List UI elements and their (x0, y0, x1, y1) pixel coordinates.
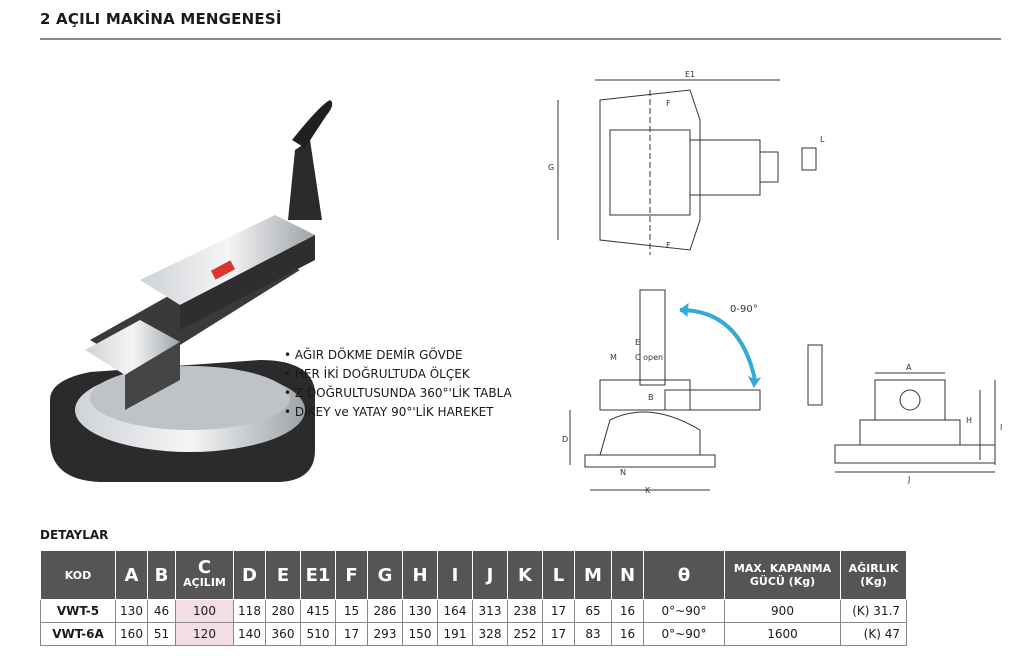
column-header-b: B (147, 550, 176, 600)
table-cell: 280 (265, 599, 301, 623)
label-d: D (562, 435, 568, 444)
vise-photo (50, 100, 333, 482)
table-cell: 83 (574, 622, 612, 646)
feature-item: HER İKİ DOĞRULTUDA ÖLÇEK (284, 365, 512, 384)
table-cell: (K) 47 (840, 622, 907, 646)
table-cell: 65 (574, 599, 612, 623)
feature-item: AĞIR DÖKME DEMİR GÖVDE (284, 346, 512, 365)
column-header-d: D (233, 550, 266, 600)
label-f2: F (666, 241, 671, 250)
label-j: J (907, 475, 910, 484)
column-header-weight: AĞIRLIK(Kg) (840, 550, 907, 600)
table-cell: 17 (542, 599, 575, 623)
page-title: 2 AÇILI MAKİNA MENGENESİ (40, 10, 282, 28)
column-header-l: L (542, 550, 575, 600)
table-cell: 150 (402, 622, 438, 646)
table-cell: 130 (402, 599, 438, 623)
table-cell: (K) 31.7 (840, 599, 907, 623)
label-c-open: C open (635, 353, 663, 362)
table-cell: 900 (724, 599, 841, 623)
details-heading: DETAYLAR (40, 528, 109, 542)
table-cell: 118 (233, 599, 266, 623)
label-f: F (666, 99, 671, 108)
table-cell: 15 (335, 599, 368, 623)
column-header-f: F (335, 550, 368, 600)
table-cell: 100 (175, 599, 234, 623)
front-view-drawing: A H I J (834, 363, 1002, 484)
column-header-m: M (574, 550, 612, 600)
table-cell: 130 (115, 599, 148, 623)
title-divider (40, 38, 1001, 40)
technical-drawings: E1 F G L F 0-90° E M C open B D N K (548, 70, 1002, 495)
table-cell: 164 (437, 599, 473, 623)
top-view-drawing: E1 F G L F (548, 70, 825, 255)
column-header-h: H (402, 550, 438, 600)
column-header-kod: KOD (40, 550, 116, 600)
label-g: G (548, 163, 554, 172)
column-header-theta: θ (643, 550, 725, 600)
table-cell: 46 (147, 599, 176, 623)
column-header-g: G (367, 550, 403, 600)
table-cell: 140 (233, 622, 266, 646)
table-cell: 16 (611, 599, 644, 623)
table-cell: 191 (437, 622, 473, 646)
table-cell: 293 (367, 622, 403, 646)
table-cell: 1600 (724, 622, 841, 646)
table-cell: 17 (335, 622, 368, 646)
table-cell: 360 (265, 622, 301, 646)
table-cell: VWT-6A (40, 622, 116, 646)
label-l: L (820, 135, 825, 144)
column-header-e1: E1 (300, 550, 336, 600)
table-cell: 238 (507, 599, 543, 623)
label-b: B (648, 393, 654, 402)
label-m: M (610, 353, 617, 362)
table-cell: VWT-5 (40, 599, 116, 623)
label-e1: E1 (685, 70, 695, 79)
label-k: K (645, 486, 651, 495)
column-header-e: E (265, 550, 301, 600)
table-cell: 286 (367, 599, 403, 623)
column-header-k: K (507, 550, 543, 600)
label-n: N (620, 468, 626, 477)
column-header-j: J (472, 550, 508, 600)
table-cell: 120 (175, 622, 234, 646)
table-cell: 17 (542, 622, 575, 646)
table-cell: 252 (507, 622, 543, 646)
feature-item: DİKEY ve YATAY 90°'LİK HAREKET (284, 403, 512, 422)
table-cell: 0°~90° (643, 622, 725, 646)
label-e: E (635, 338, 640, 347)
table-cell: 328 (472, 622, 508, 646)
table-cell: 415 (300, 599, 336, 623)
feature-item: Z DOĞRULTUSUNDA 360°'LİK TABLA (284, 384, 512, 403)
side-view-drawing: 0-90° E M C open B D N K (562, 289, 823, 495)
label-h: H (966, 416, 972, 425)
table-cell: 0°~90° (643, 599, 725, 623)
column-header-a: A (115, 550, 148, 600)
column-header-n: N (611, 550, 644, 600)
table-cell: 510 (300, 622, 336, 646)
table-cell: 16 (611, 622, 644, 646)
table-cell: 51 (147, 622, 176, 646)
label-i: I (1000, 423, 1002, 432)
label-angle: 0-90° (730, 304, 758, 315)
table-cell: 313 (472, 599, 508, 623)
label-a: A (906, 363, 912, 372)
feature-list: AĞIR DÖKME DEMİR GÖVDE HER İKİ DOĞRULTUD… (284, 346, 512, 422)
column-header-i: I (437, 550, 473, 600)
table-cell: 160 (115, 622, 148, 646)
